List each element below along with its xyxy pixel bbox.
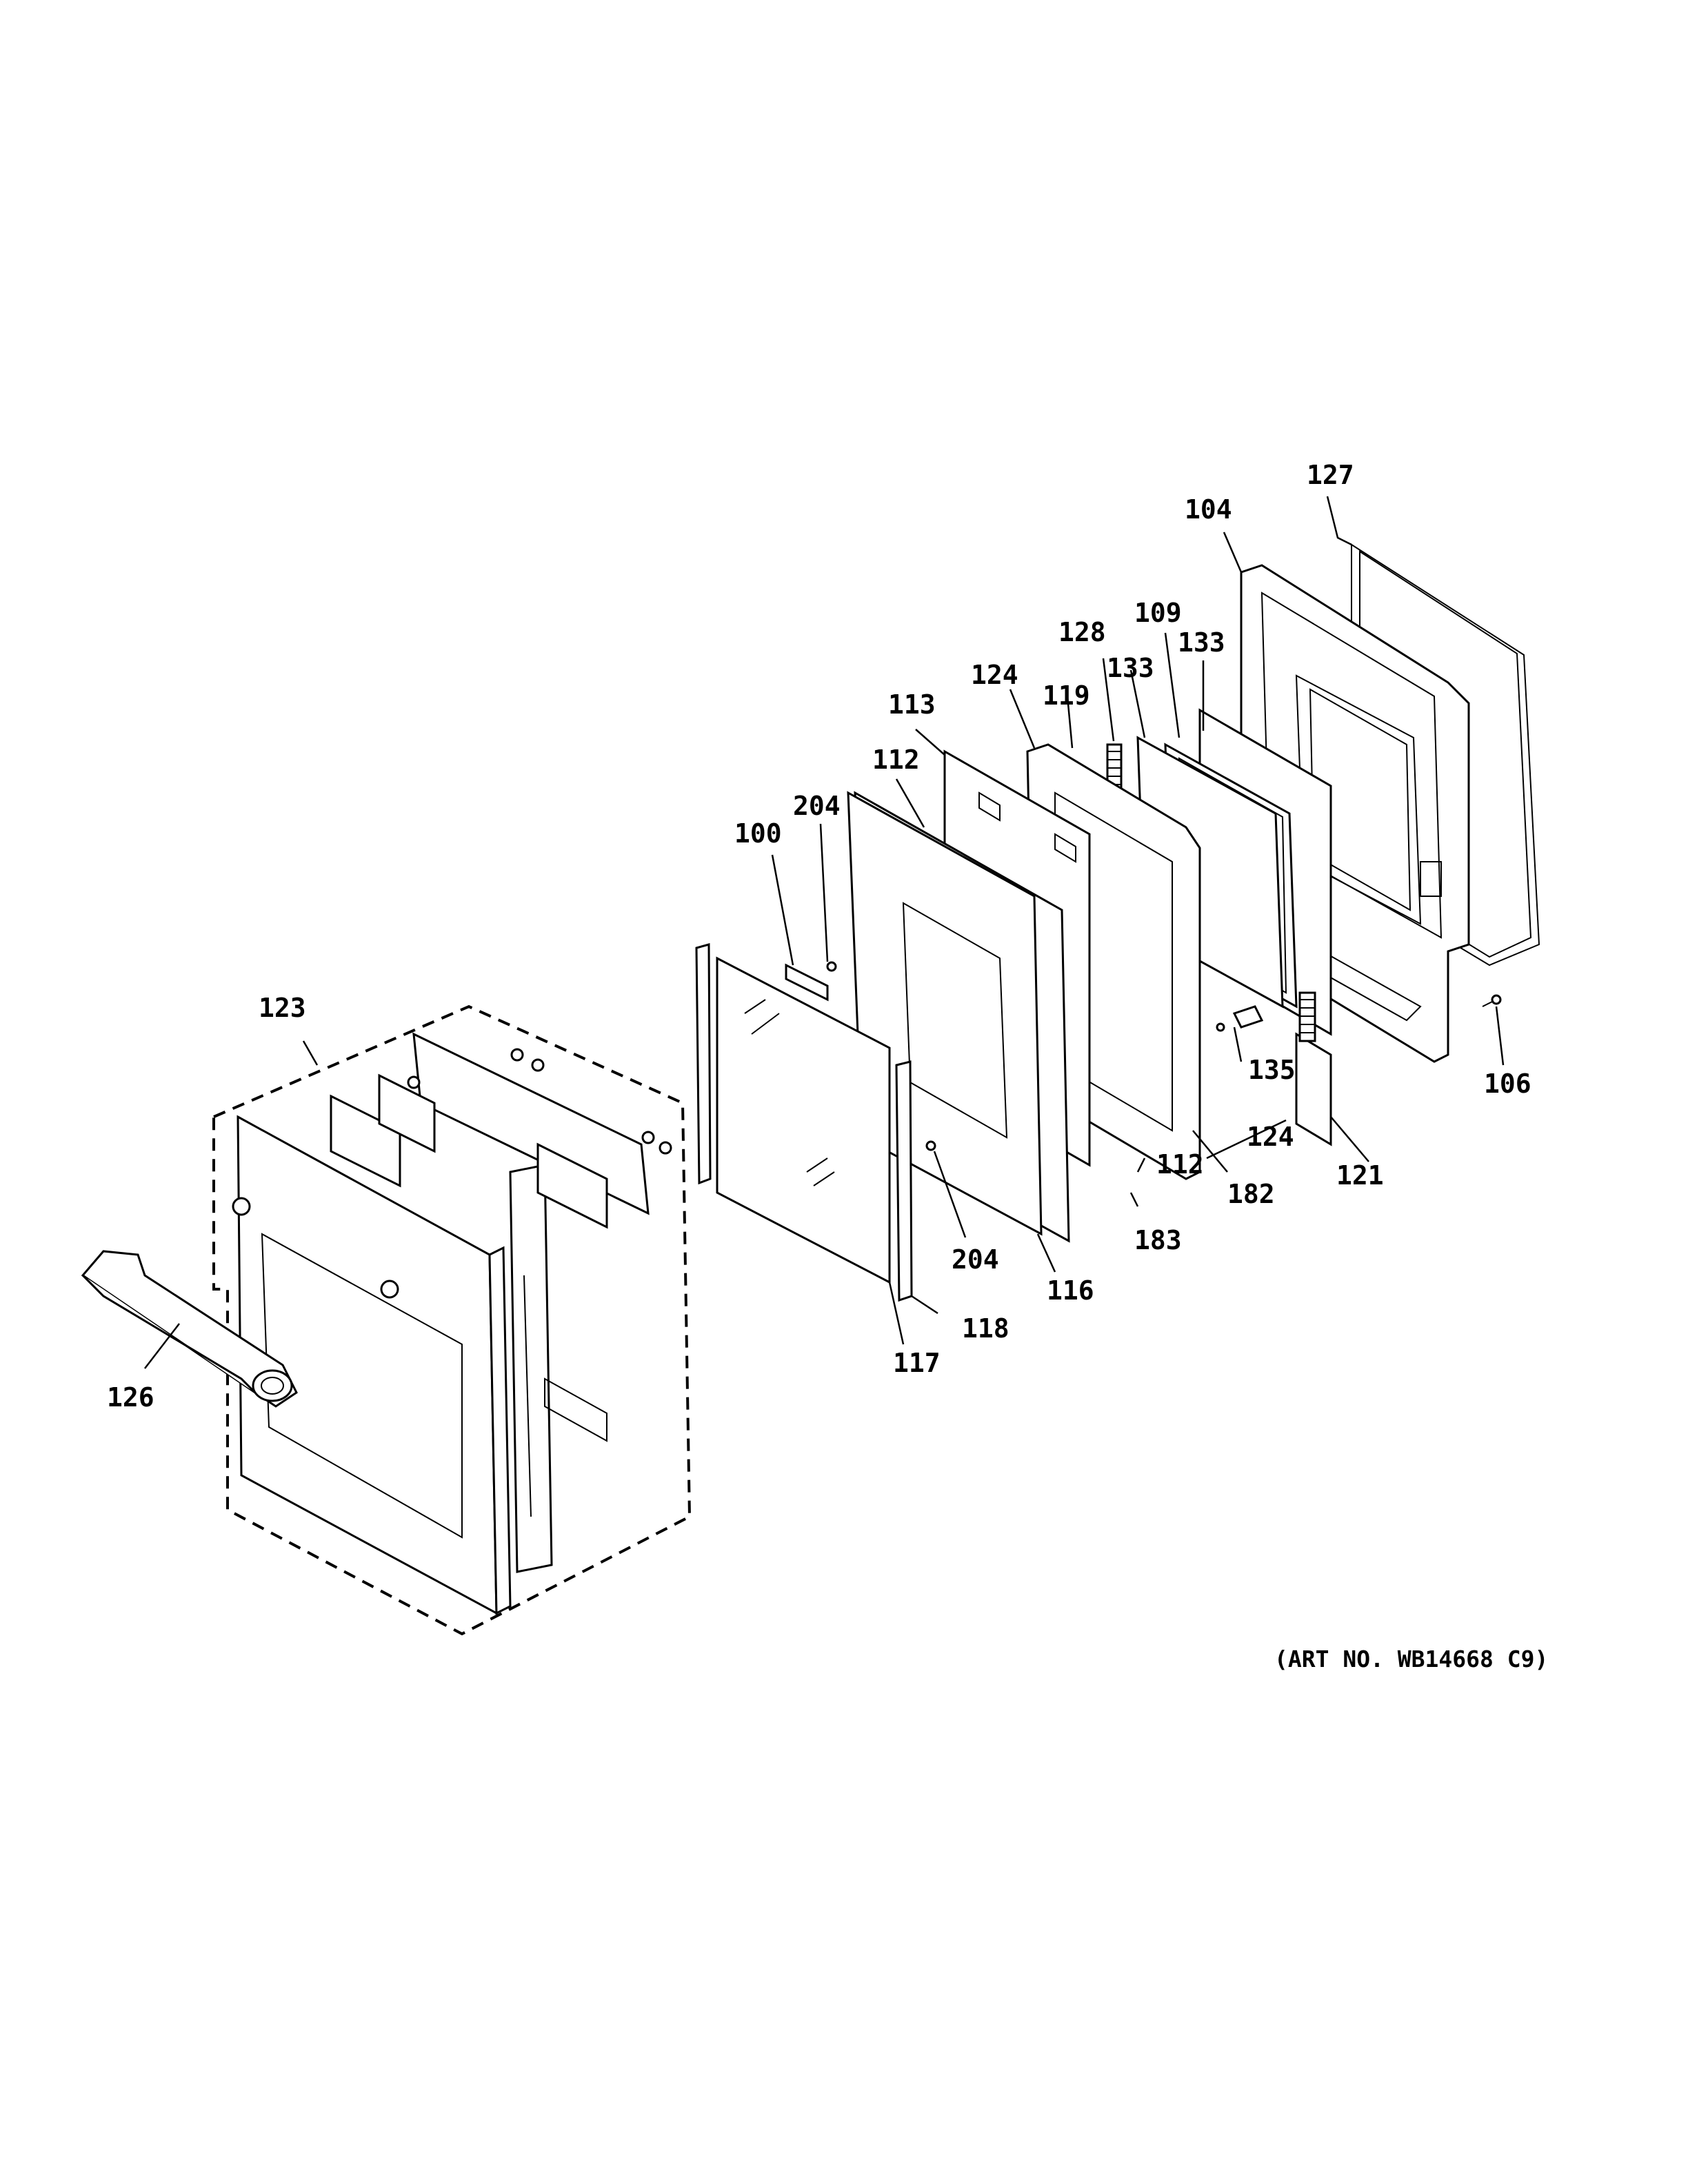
- part-106-screw: [1482, 994, 1502, 1007]
- part-126-handle: [81, 1250, 298, 1408]
- part-135-bracket: [1216, 1005, 1264, 1032]
- part-118-trim-right: [895, 1060, 913, 1302]
- callout-123: 123: [259, 993, 306, 1023]
- part-121-hinge: [1295, 991, 1332, 1146]
- callout-126: 126: [107, 1382, 154, 1413]
- callout-204-top: 204: [793, 791, 841, 821]
- callout-113: 113: [888, 689, 936, 720]
- part-100-glass: [716, 956, 891, 1284]
- callout-109: 109: [1134, 598, 1182, 628]
- part-123-door-assembly: [212, 1004, 692, 1636]
- callout-117: 117: [893, 1348, 941, 1378]
- callout-106: 106: [1484, 1069, 1531, 1099]
- callout-183: 183: [1134, 1225, 1182, 1255]
- callout-118: 118: [962, 1313, 1009, 1344]
- part-204-clip: [785, 961, 837, 1002]
- callout-100: 100: [734, 818, 782, 849]
- callout-124-top: 124: [971, 660, 1018, 690]
- callout-labels: 127 104 128 109 133 133 124 119 113 112 …: [107, 460, 1531, 1413]
- callout-124-bottom: 124: [1247, 1122, 1294, 1152]
- callout-112-top: 112: [872, 745, 920, 775]
- callout-119: 119: [1043, 680, 1090, 711]
- callout-116: 116: [1047, 1275, 1094, 1306]
- art-number: (ART NO. WB14668 C9): [1274, 1646, 1548, 1672]
- part-117-trim-left: [695, 943, 712, 1185]
- callout-121: 121: [1336, 1160, 1384, 1191]
- part-204-screw: [925, 1140, 936, 1151]
- callout-127: 127: [1307, 460, 1354, 490]
- callout-112-bottom: 112: [1156, 1149, 1204, 1180]
- callout-133-left: 133: [1107, 653, 1154, 683]
- callout-128: 128: [1058, 617, 1106, 647]
- callout-135: 135: [1248, 1055, 1296, 1085]
- callout-182: 182: [1227, 1179, 1275, 1209]
- callout-104: 104: [1185, 494, 1232, 525]
- leader-lines: [144, 496, 1505, 1369]
- callout-204-bottom: 204: [952, 1244, 999, 1275]
- callout-133-right: 133: [1178, 627, 1225, 658]
